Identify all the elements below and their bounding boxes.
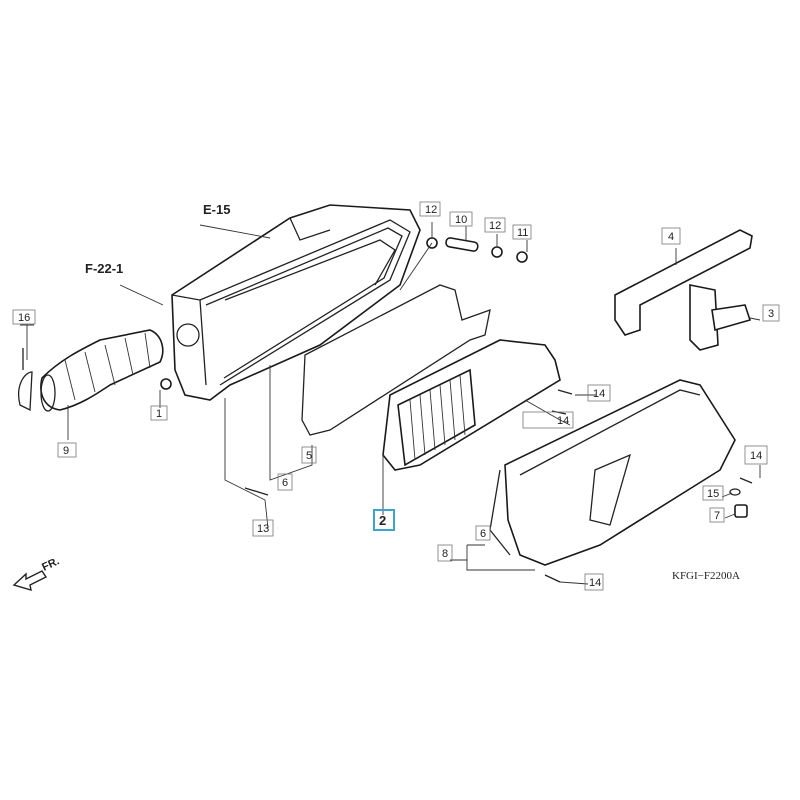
callout-12: 12 xyxy=(425,204,437,216)
callout-15: 15 xyxy=(707,488,719,500)
gasket-part xyxy=(301,284,491,436)
ref-e15: E-15 xyxy=(203,202,230,217)
callout-11: 11 xyxy=(517,227,528,239)
callout-14d: 14 xyxy=(589,577,601,589)
callout-6a: 6 xyxy=(282,477,288,489)
callout-4: 4 xyxy=(668,231,674,243)
callout-14b: 14 xyxy=(557,415,569,427)
callout-13: 13 xyxy=(257,523,269,535)
leader-lines xyxy=(20,222,761,585)
clamp-part xyxy=(18,348,33,412)
callout-10: 10 xyxy=(455,214,467,226)
intake-tube xyxy=(40,329,164,412)
ref-f22-1: F-22-1 xyxy=(85,261,123,276)
callout-3: 3 xyxy=(768,308,774,320)
front-label: FR. xyxy=(40,555,61,573)
air-cleaner-cover xyxy=(489,379,736,566)
callout-1: 1 xyxy=(156,408,162,420)
callout-16: 16 xyxy=(18,312,30,324)
callout-boxes xyxy=(12,201,780,591)
hardware xyxy=(160,237,753,583)
callout-14a: 14 xyxy=(593,388,605,400)
air-cleaner-case xyxy=(171,204,421,401)
breather-tube xyxy=(614,229,753,351)
callout-9: 9 xyxy=(63,445,69,457)
callout-6b: 6 xyxy=(480,528,486,540)
callout-5: 5 xyxy=(306,450,312,462)
filter-element xyxy=(382,339,561,471)
front-arrow-icon: FR. xyxy=(12,555,61,591)
callout-2-highlighted[interactable]: 2 xyxy=(379,513,386,528)
callout-14c: 14 xyxy=(750,450,762,462)
diagram-code: KFGI−F2200A xyxy=(672,570,740,582)
callout-7: 7 xyxy=(714,510,720,522)
callout-12b: 12 xyxy=(489,220,501,232)
callout-8: 8 xyxy=(442,548,448,560)
